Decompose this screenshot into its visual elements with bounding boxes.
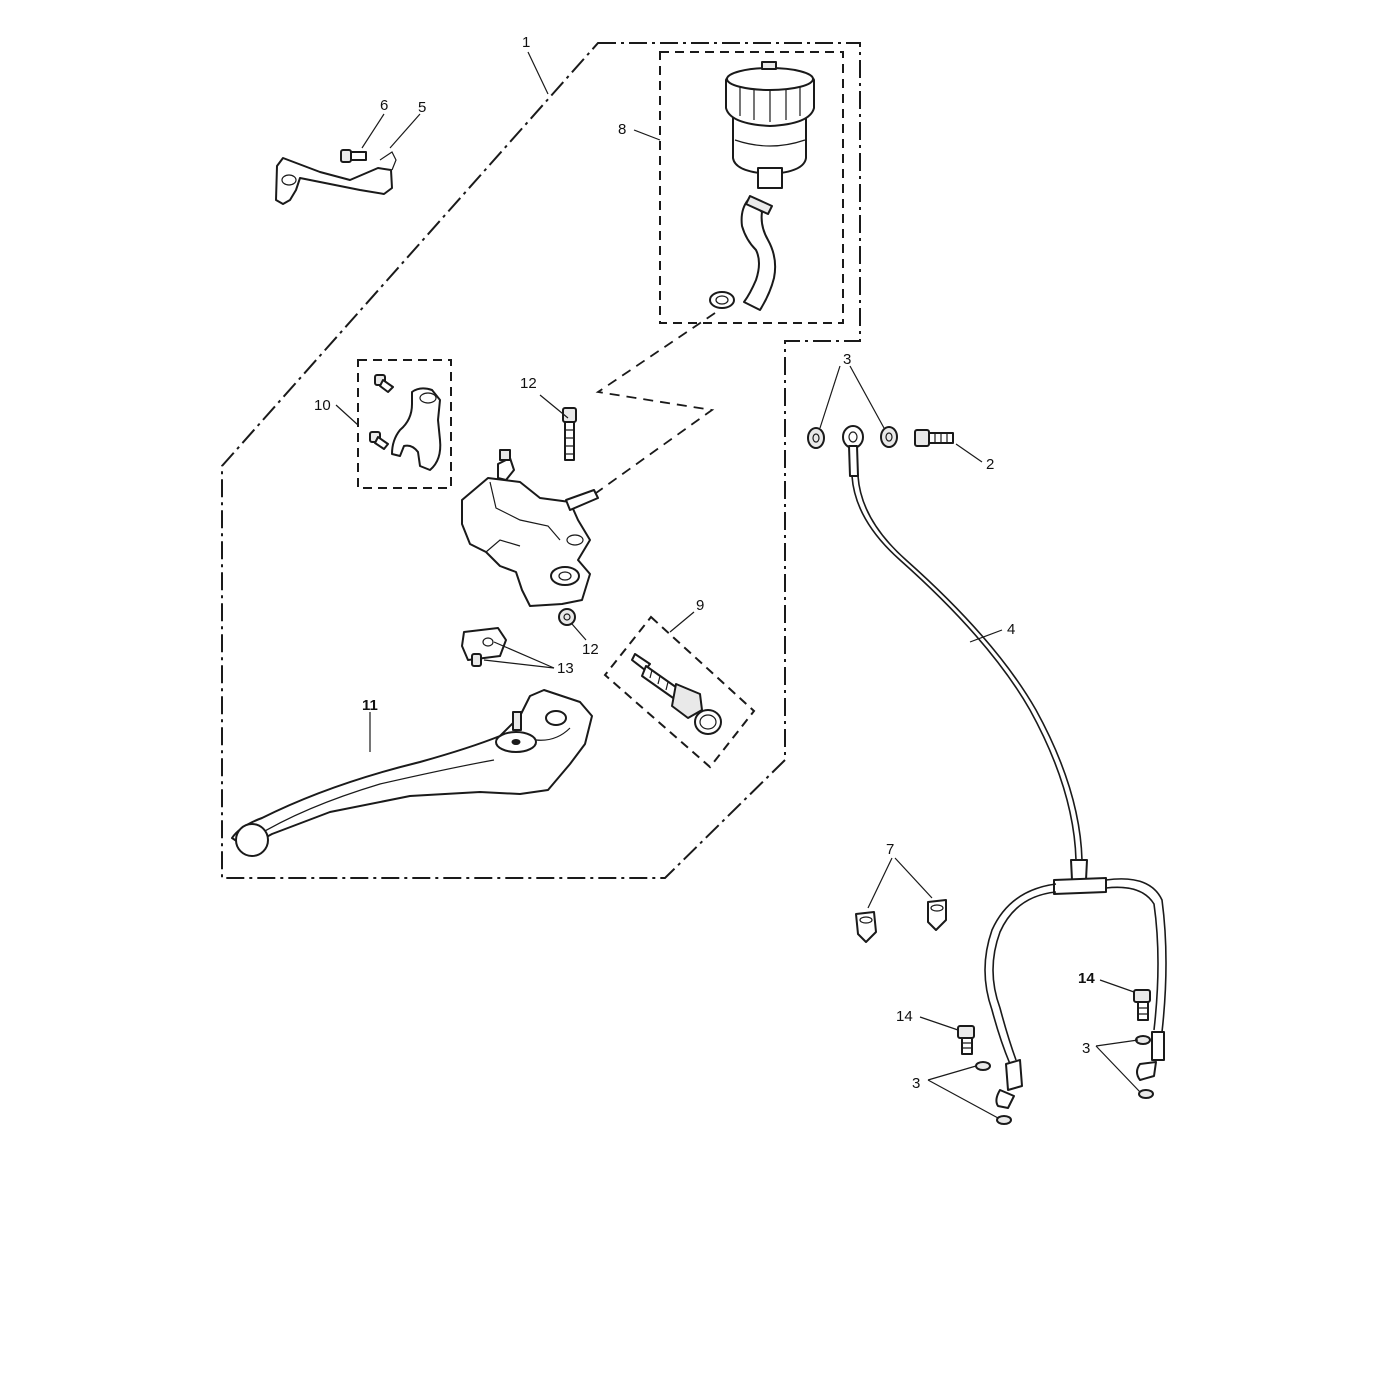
callout-10: 10 <box>314 397 331 414</box>
callout-7: 7 <box>886 841 894 858</box>
callout-13: 13 <box>557 660 574 677</box>
callout-3-top: 3 <box>843 351 851 368</box>
callout-3-right: 3 <box>1082 1040 1090 1057</box>
callout-6: 6 <box>380 97 388 114</box>
bracket-part <box>275 151 397 205</box>
brake-hose-part <box>842 425 1167 1109</box>
pivot-bolt-part <box>562 407 577 461</box>
callout-8: 8 <box>618 121 626 138</box>
callout-14-right: 14 <box>1078 970 1095 987</box>
hose-connector-line <box>595 312 716 494</box>
callout-12-bolt: 12 <box>520 375 537 392</box>
hose-clip-part <box>855 899 947 943</box>
callout-4: 4 <box>1007 621 1015 638</box>
pivot-nut-part <box>558 608 576 626</box>
callout-5: 5 <box>418 99 426 116</box>
lower-banjo-bolt-part <box>957 989 1151 1055</box>
switch-part <box>461 627 507 667</box>
leader-lines <box>335 51 1141 1119</box>
callout-14-left: 14 <box>896 1008 913 1025</box>
callout-9: 9 <box>696 597 704 614</box>
callout-3-left: 3 <box>912 1075 920 1092</box>
washer-part <box>807 426 898 449</box>
lower-washer-part <box>975 1035 1154 1125</box>
callout-1: 1 <box>522 34 530 51</box>
assembly-1-boundary <box>221 42 861 879</box>
lever-part <box>231 689 593 857</box>
clamp-group-box <box>357 359 452 489</box>
reservoir-group-box <box>659 51 844 324</box>
reservoir-part <box>709 61 815 311</box>
bolt-part <box>340 149 367 163</box>
callout-11: 11 <box>362 697 378 714</box>
piston-kit-group-box <box>603 615 756 769</box>
callout-2: 2 <box>986 456 994 473</box>
banjo-bolt-part <box>914 429 954 447</box>
master-cylinder-part <box>461 449 599 607</box>
callout-12-nut: 12 <box>582 641 599 658</box>
piston-kit-part <box>631 653 722 735</box>
clamp-part <box>369 374 442 471</box>
